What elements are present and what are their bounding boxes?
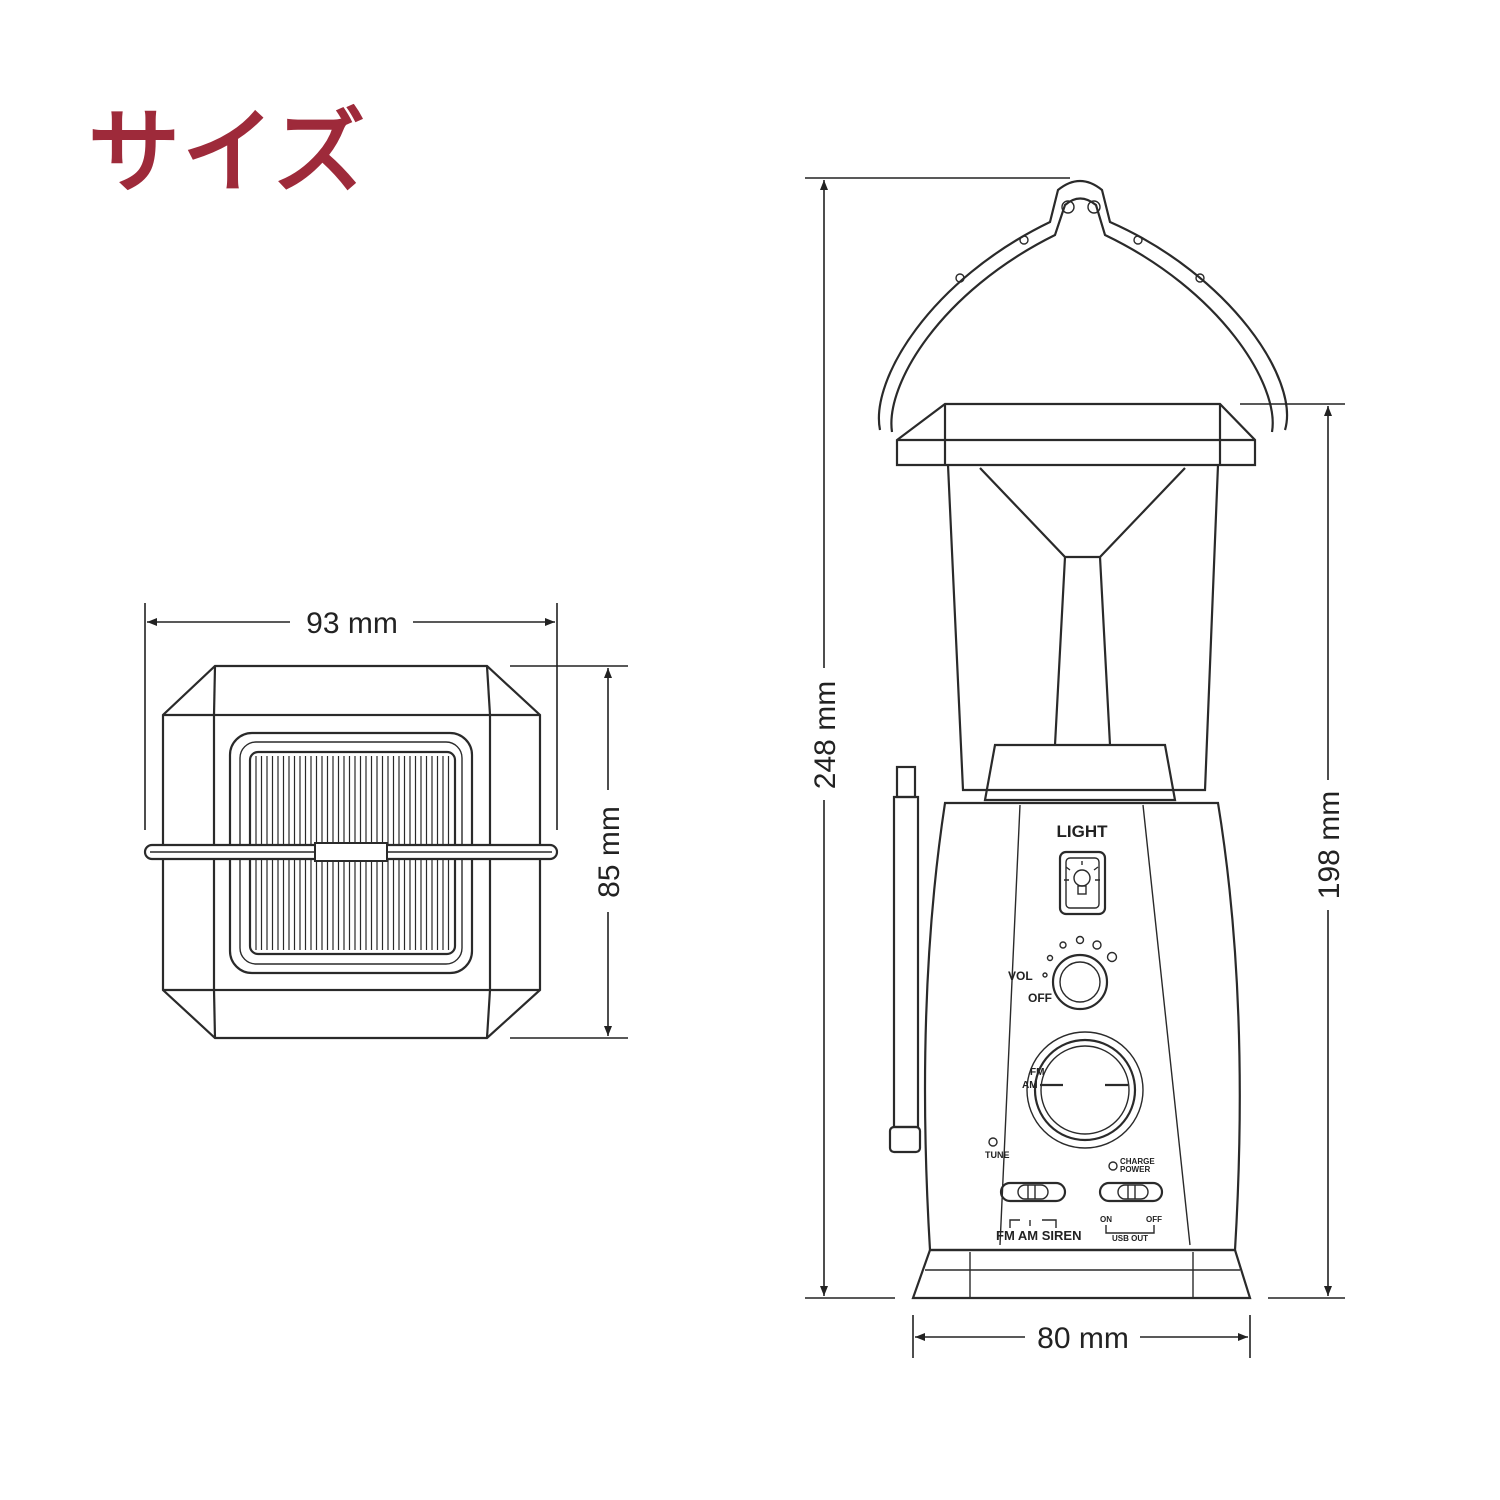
volume-level-dot — [1059, 941, 1067, 949]
fm-scale-label: FM — [1030, 1067, 1044, 1078]
dimension-93mm: 93 mm — [144, 603, 558, 830]
volume-level-dot — [1075, 935, 1085, 945]
dim-93-label: 93 mm — [306, 607, 398, 640]
usb-off-label: OFF — [1146, 1215, 1162, 1224]
dimension-198mm: 198 mm — [1240, 403, 1346, 1299]
dim-248-label: 248 mm — [809, 681, 842, 789]
power-label: POWER — [1120, 1165, 1150, 1174]
am-scale-label: AM — [1022, 1080, 1038, 1091]
usb-on-label: ON — [1100, 1215, 1112, 1224]
tuning-dial — [1033, 1038, 1137, 1142]
dimension-85mm: 85 mm — [510, 665, 628, 1039]
charge-label: CHARGE — [1120, 1157, 1155, 1166]
usb-switch — [1098, 1181, 1164, 1203]
dimension-80mm: 80 mm — [912, 1315, 1251, 1358]
usb-out-label: USB OUT — [1112, 1234, 1148, 1243]
volume-knob — [1051, 953, 1109, 1011]
dim-198-label: 198 mm — [1313, 791, 1346, 899]
lantern-side-view: LIGHT VOL OFF FM AM TUNE CHARGE POWER — [877, 179, 1288, 1300]
light-button — [1058, 850, 1107, 916]
volume-level-dot — [1092, 940, 1102, 950]
volume-level-dot — [1042, 972, 1048, 978]
top-view — [143, 664, 559, 1040]
off-label: OFF — [1028, 991, 1052, 1005]
volume-level-dot — [1106, 951, 1118, 963]
band-label: FM AM SIREN — [996, 1228, 1081, 1243]
volume-level-dot — [1046, 954, 1054, 962]
light-label: LIGHT — [1057, 822, 1109, 841]
page-title: サイズ — [88, 99, 368, 206]
bulb-icon — [1064, 861, 1100, 895]
dim-80-label: 80 mm — [1037, 1322, 1129, 1355]
band-switch — [999, 1181, 1067, 1203]
dim-85-label: 85 mm — [593, 806, 626, 898]
tune-label: TUNE — [985, 1150, 1010, 1160]
dimension-248mm: 248 mm — [805, 177, 1070, 1299]
vol-label: VOL — [1008, 969, 1033, 983]
